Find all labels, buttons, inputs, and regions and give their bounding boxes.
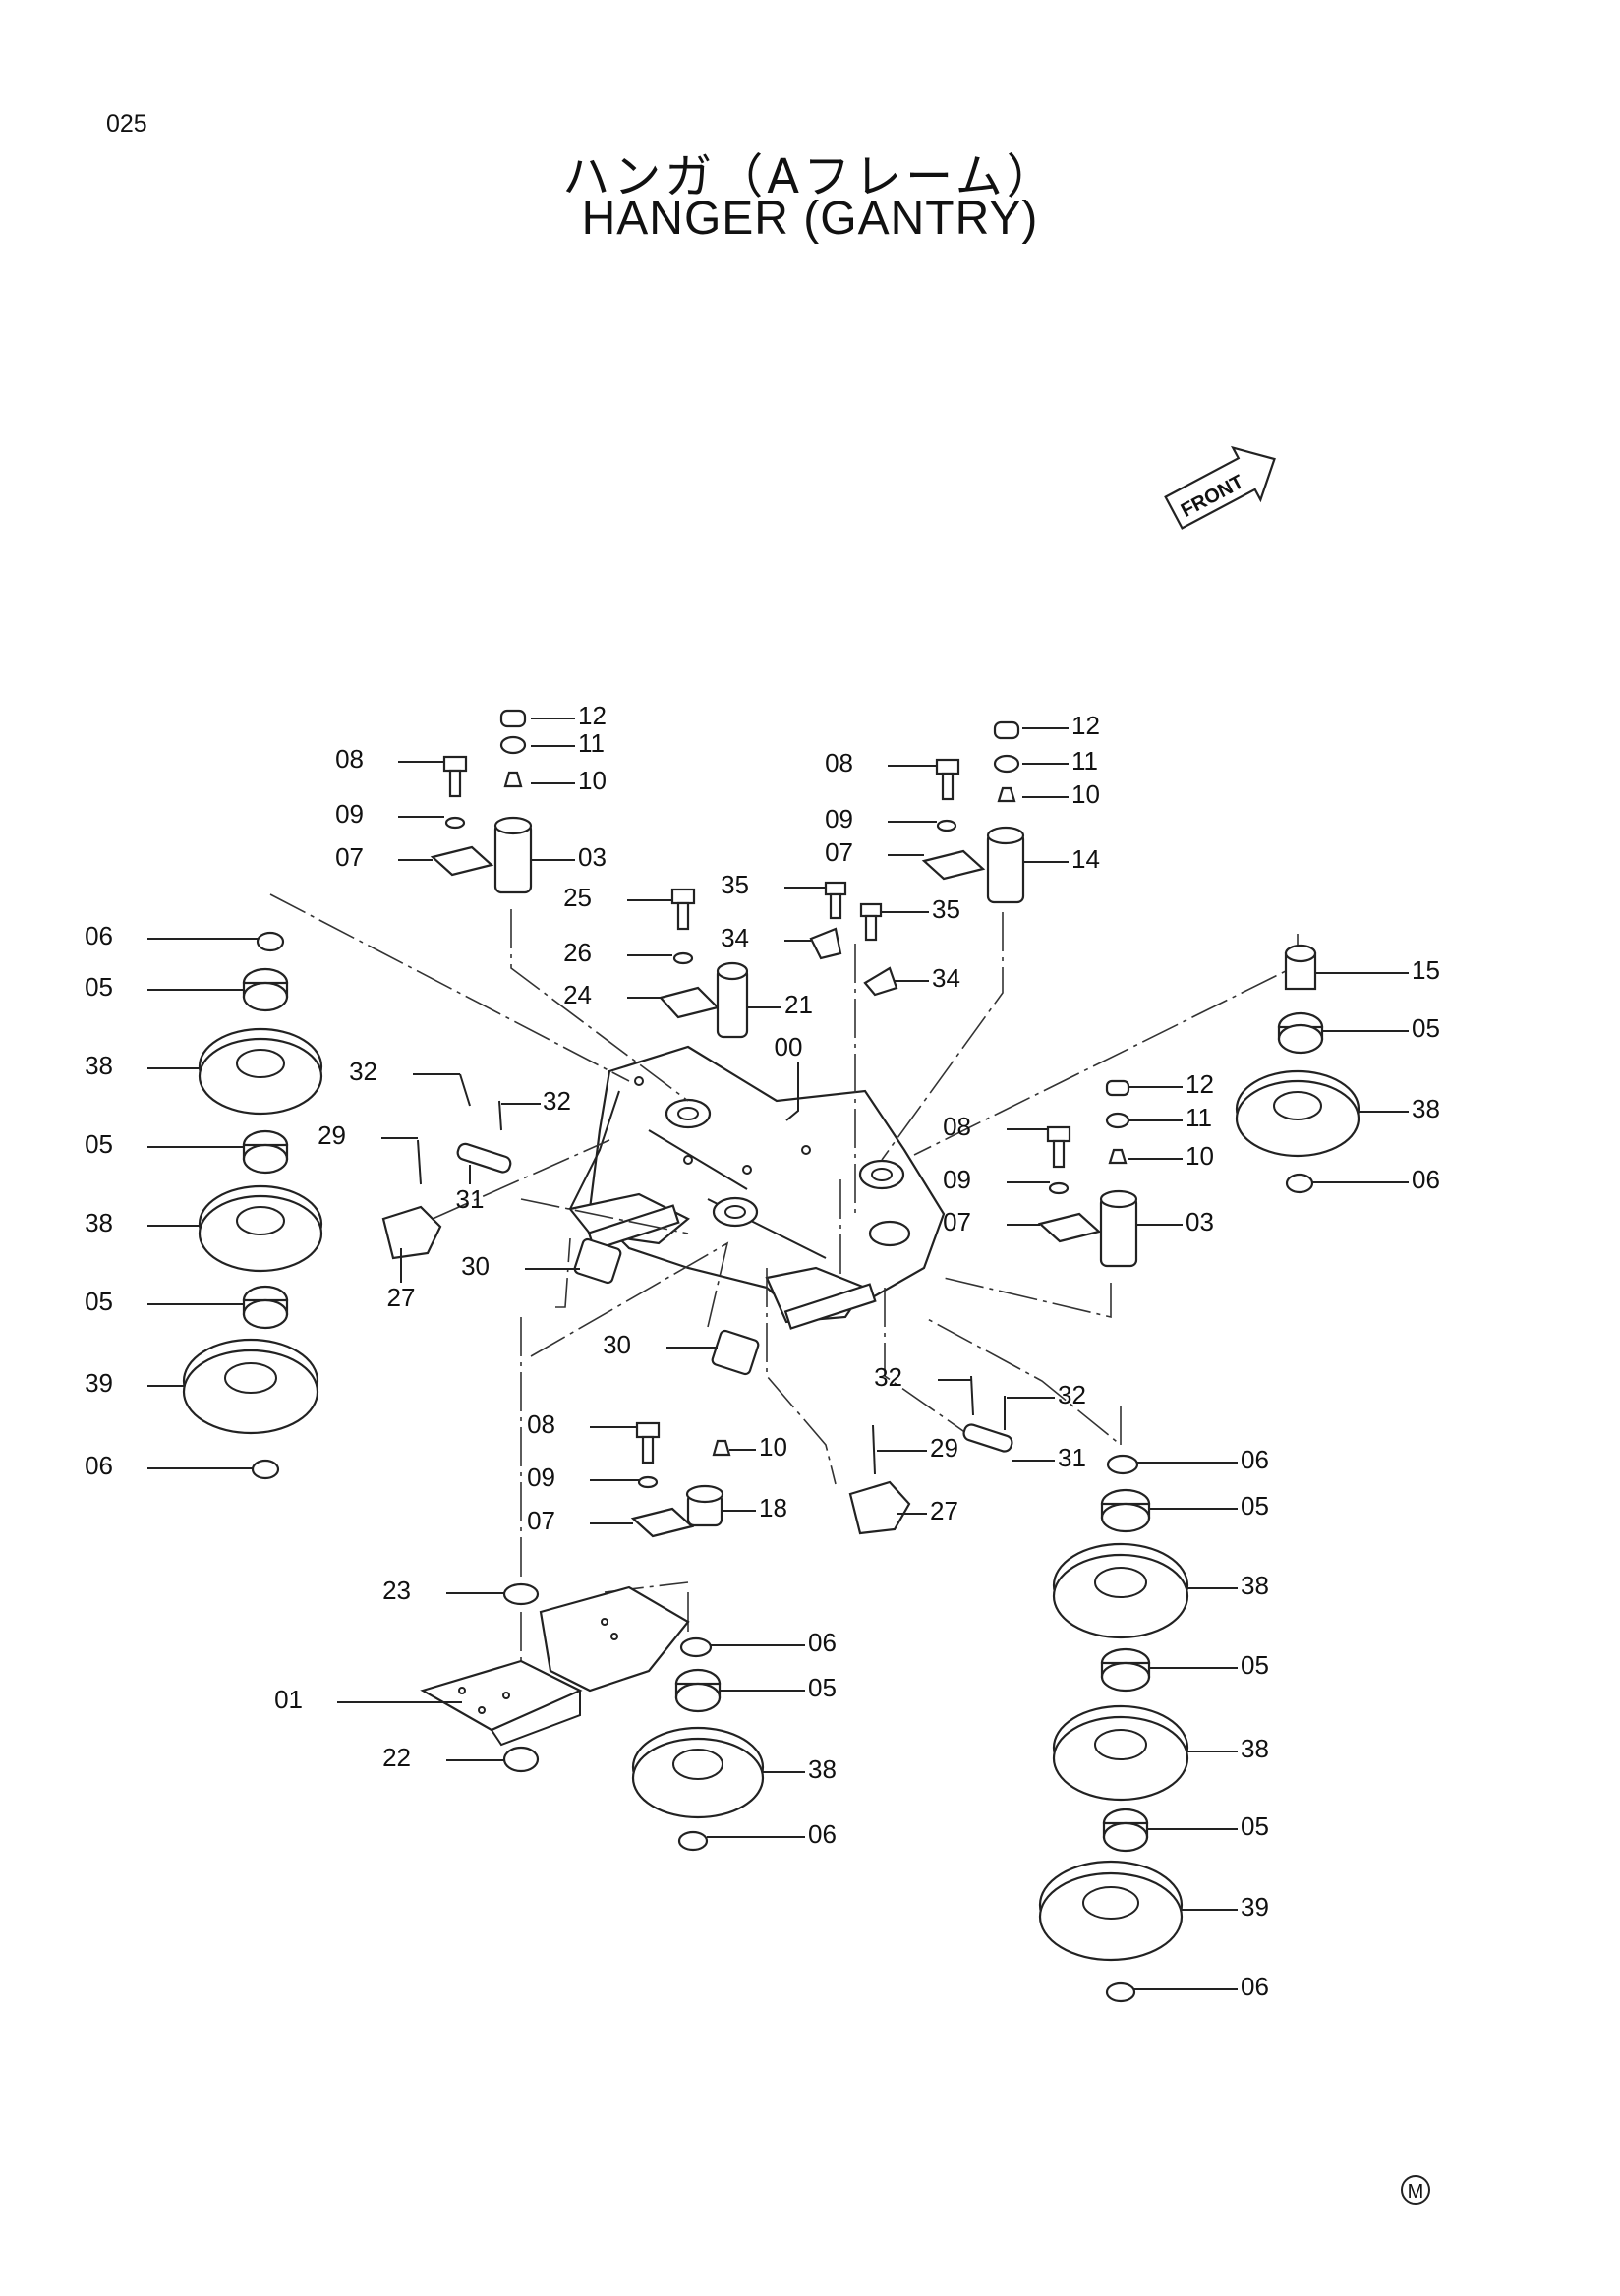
part-callout-06: 06: [1412, 1165, 1440, 1194]
title-english: HANGER (GANTRY): [581, 193, 1039, 245]
part-callout-21: 21: [784, 990, 813, 1019]
part-callout-01: 01: [274, 1685, 303, 1714]
part-callout-11: 11: [1071, 746, 1098, 775]
part-callout-32: 32: [349, 1057, 377, 1086]
part-callout-27: 27: [387, 1283, 416, 1312]
part-callout-09: 09: [825, 804, 853, 833]
part-callout-03: 03: [1186, 1207, 1214, 1236]
part-callout-06: 06: [808, 1628, 837, 1657]
part-callout-35: 35: [932, 894, 960, 924]
part-callout-05: 05: [85, 972, 113, 1002]
gantry-frame: [568, 1045, 946, 1330]
part-callout-10: 10: [1071, 779, 1100, 809]
part-callout-07: 07: [335, 842, 364, 872]
right-upper-pulley-stack: [1235, 944, 1360, 1194]
hardware-parts: [381, 709, 1138, 1538]
part-callout-05: 05: [1241, 1650, 1269, 1680]
part-callout-30: 30: [461, 1251, 490, 1281]
part-callout-06: 06: [1241, 1445, 1269, 1474]
part-callout-24: 24: [563, 980, 592, 1009]
part-callout-39: 39: [85, 1368, 113, 1398]
part-callout-00: 00: [775, 1032, 803, 1062]
part-callout-31: 31: [1058, 1443, 1086, 1472]
part-callout-34: 34: [932, 963, 960, 993]
part-callout-38: 38: [1412, 1094, 1440, 1123]
part-callout-18: 18: [759, 1493, 787, 1522]
part-callout-29: 29: [930, 1433, 958, 1463]
left-pulley-stack: [182, 931, 323, 1480]
part-callout-32: 32: [543, 1086, 571, 1116]
corner-mark-icon: M: [1401, 2175, 1430, 2205]
part-callout-23: 23: [382, 1576, 411, 1605]
part-callout-14: 14: [1071, 844, 1100, 874]
part-callout-09: 09: [527, 1463, 555, 1492]
part-callout-05: 05: [1241, 1811, 1269, 1841]
part-callout-06: 06: [808, 1819, 837, 1849]
part-callout-10: 10: [1186, 1141, 1214, 1171]
part-callout-05: 05: [1241, 1491, 1269, 1521]
part-callout-12: 12: [1186, 1069, 1214, 1099]
part-callout-22: 22: [382, 1743, 411, 1772]
part-callout-08: 08: [335, 744, 364, 774]
part-callout-38: 38: [1241, 1571, 1269, 1600]
part-callout-15: 15: [1412, 955, 1440, 985]
part-callout-29: 29: [318, 1120, 346, 1150]
part-callout-12: 12: [1071, 711, 1100, 740]
part-callout-27: 27: [930, 1496, 958, 1525]
part-callout-34: 34: [721, 923, 749, 952]
part-callout-25: 25: [563, 883, 592, 912]
part-callout-07: 07: [527, 1506, 555, 1535]
part-callout-08: 08: [527, 1409, 555, 1439]
callout-leaders: [147, 718, 1409, 1990]
part-callout-32: 32: [1058, 1380, 1086, 1409]
page-code: 025: [106, 110, 147, 138]
part-callout-11: 11: [1186, 1103, 1212, 1132]
part-callout-11: 11: [578, 728, 605, 758]
part-callout-10: 10: [759, 1432, 787, 1462]
part-callout-12: 12: [578, 701, 607, 730]
part-callout-38: 38: [808, 1754, 837, 1784]
part-callout-31: 31: [456, 1184, 485, 1214]
part-callout-09: 09: [943, 1165, 971, 1194]
title-japanese: ハンガ（Aフレーム）: [562, 149, 1058, 204]
bottom-bracket-assembly: [420, 1582, 765, 1852]
part-callout-07: 07: [943, 1207, 971, 1236]
part-callout-06: 06: [85, 1451, 113, 1480]
part-callout-03: 03: [578, 842, 607, 872]
part-callout-32: 32: [874, 1362, 902, 1392]
part-callout-05: 05: [85, 1129, 113, 1159]
right-lower-pulley-stack: [1038, 1454, 1189, 2003]
part-callout-39: 39: [1241, 1892, 1269, 1922]
part-callout-09: 09: [335, 799, 364, 829]
part-callout-38: 38: [85, 1208, 113, 1237]
part-callout-10: 10: [578, 766, 607, 795]
part-callout-05: 05: [808, 1673, 837, 1702]
part-callout-30: 30: [603, 1330, 631, 1359]
part-callout-05: 05: [1412, 1013, 1440, 1043]
part-callout-38: 38: [1241, 1734, 1269, 1763]
front-arrow-icon: FRONT: [1164, 445, 1276, 530]
part-callout-35: 35: [721, 870, 749, 899]
part-callout-38: 38: [85, 1051, 113, 1080]
part-callout-06: 06: [1241, 1972, 1269, 2001]
part-callout-08: 08: [825, 748, 853, 777]
part-callout-05: 05: [85, 1287, 113, 1316]
part-callout-08: 08: [943, 1112, 971, 1141]
part-callout-07: 07: [825, 837, 853, 867]
corner-mark-label: M: [1408, 2181, 1424, 2203]
part-callout-06: 06: [85, 921, 113, 950]
part-callout-26: 26: [563, 938, 592, 967]
